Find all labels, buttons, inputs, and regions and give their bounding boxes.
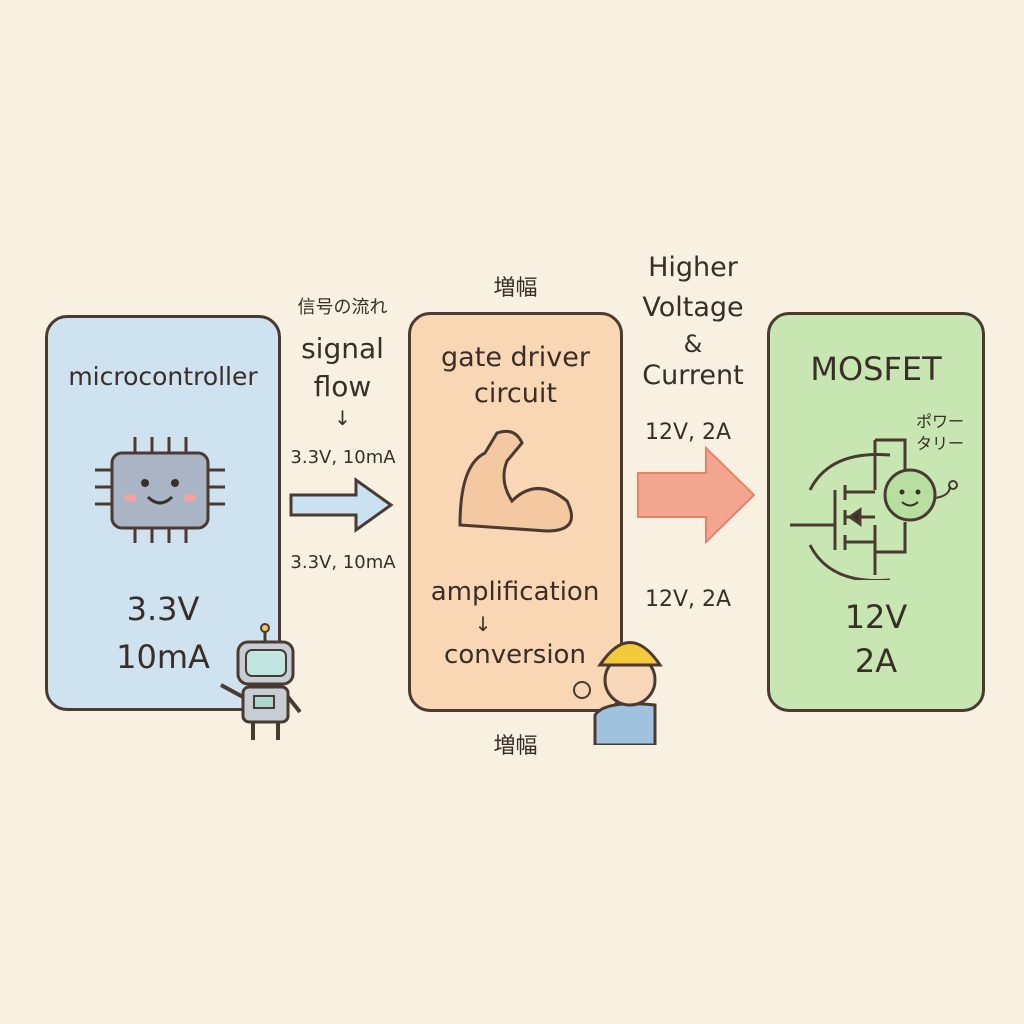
micro-voltage: 3.3V — [126, 590, 200, 628]
driver-jp-bottom: 増幅 — [493, 734, 538, 759]
micro-current: 10mA — [116, 638, 210, 676]
signal-down-arrow: ↓ — [334, 406, 351, 430]
signal-input-bottom: 3.3V, 10mA — [290, 552, 396, 573]
mosfet-voltage: 12V — [844, 598, 908, 636]
driver-down-arrow: ↓ — [474, 612, 492, 636]
mosfet-box — [767, 312, 985, 712]
driver-jp-top: 増幅 — [493, 276, 538, 301]
mascot-jp-2: タリー — [915, 434, 964, 453]
mosfet-title: MOSFET — [810, 350, 942, 388]
driver-conversion: conversion — [444, 640, 586, 670]
output-value-top: 12V, 2A — [644, 420, 732, 445]
flexed-arm-icon — [458, 429, 573, 533]
engineer-icon — [573, 641, 663, 745]
mosfet-symbol-icon — [790, 438, 958, 580]
chip-icon — [95, 437, 225, 543]
mascot-jp-1: ポワー — [915, 412, 964, 431]
signal-input-top: 3.3V, 10mA — [290, 447, 396, 468]
mosfet-current: 2A — [854, 642, 898, 680]
output-label-1: Higher — [648, 252, 738, 283]
driver-title-2: circuit — [474, 378, 557, 409]
driver-title-1: gate driver — [441, 342, 590, 373]
signal-label-1: signal — [301, 332, 384, 365]
signal-label-2: flow — [313, 370, 372, 403]
microcontroller-title: microcontroller — [68, 362, 258, 391]
output-arrow — [637, 445, 756, 545]
robot-icon — [220, 623, 302, 740]
signal-arrow — [289, 477, 394, 533]
output-label-4: Current — [642, 360, 744, 391]
output-label-3: & — [683, 330, 703, 358]
output-value-bottom: 12V, 2A — [644, 587, 732, 612]
output-label-2: Voltage — [642, 292, 744, 323]
signal-jp-label: 信号の流れ — [297, 297, 388, 318]
driver-amplification: amplification — [430, 577, 600, 607]
